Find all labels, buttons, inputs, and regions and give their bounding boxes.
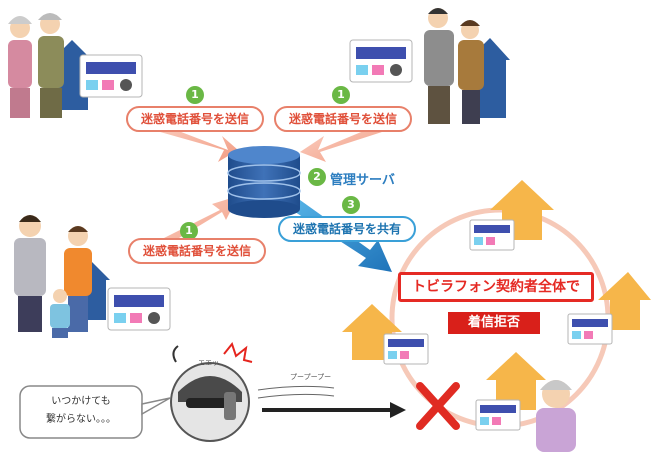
step-number: 3 (342, 196, 360, 214)
person-icon (50, 289, 70, 338)
phone-device-icon (383, 333, 429, 365)
arrow-icon (300, 122, 388, 162)
phone-device-icon (349, 39, 413, 83)
person-icon (64, 226, 92, 332)
share-label: 迷惑電話番号を共有 (278, 216, 416, 242)
person-icon (424, 8, 454, 124)
cross-icon (416, 382, 460, 430)
phone-device-icon (469, 219, 515, 251)
step-number: 1 (180, 222, 198, 240)
send-label-right: 迷惑電話番号を送信 (274, 106, 412, 132)
send-label-left: 迷惑電話番号を送信 (126, 106, 264, 132)
bubble-line2: 繋がらない。。。 (46, 414, 116, 425)
person-icon (8, 16, 32, 118)
reject-label: 着信拒否 (448, 312, 540, 334)
person-icon (458, 20, 484, 124)
step-number: 1 (186, 86, 204, 104)
house-icon (486, 352, 546, 410)
subscriber-banner: トビラフォン契約者全体で (398, 272, 594, 302)
arrow-icon (390, 402, 406, 418)
surprise-burst-icon (223, 341, 253, 363)
phone-device-icon (475, 399, 521, 431)
speech-bubble (19, 385, 171, 439)
busy-tone-text: プープープー (290, 373, 332, 381)
phone-device-icon (567, 313, 613, 345)
phone-device-icon (79, 54, 143, 98)
bubble-line1: いつかけても (51, 396, 111, 407)
person-icon (536, 380, 576, 452)
surprise-text: エエッ (198, 359, 219, 367)
caller-icon (170, 345, 250, 442)
step-number: 1 (332, 86, 350, 104)
phone-device-icon (107, 287, 171, 331)
person-icon (14, 215, 46, 332)
step-number: 2 (308, 168, 326, 186)
person-icon (38, 13, 64, 118)
server-label: 管理サーバ (330, 173, 395, 188)
database-icon (227, 146, 301, 218)
send-label-bottom: 迷惑電話番号を送信 (128, 238, 266, 264)
